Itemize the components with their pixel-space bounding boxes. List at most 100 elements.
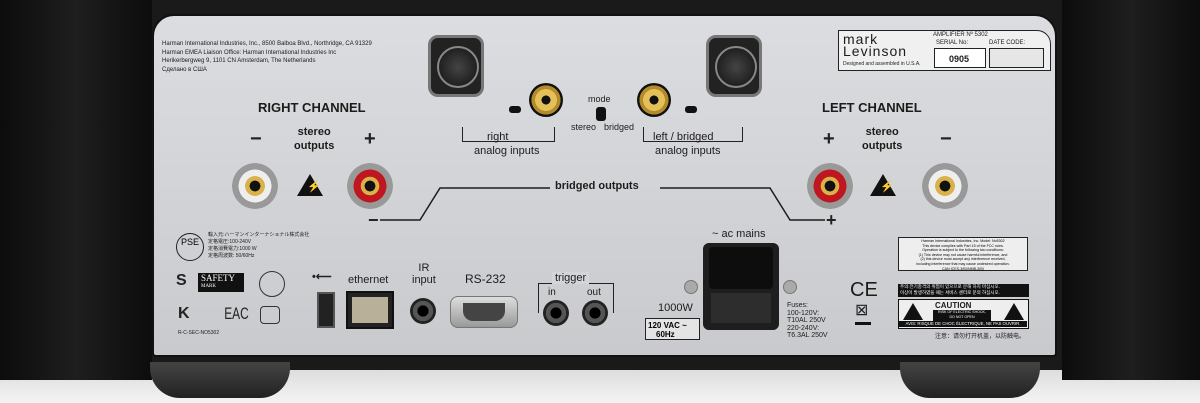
fuse-line: T6.3AL 250V <box>787 332 828 339</box>
right-input-bracket <box>462 127 555 142</box>
fcc-line: CAN ICES-3(B)/NMB-3(B) <box>942 266 984 271</box>
left-input-selector-switch[interactable] <box>685 106 697 113</box>
voltage-text: 120 VAC ~ <box>648 321 687 330</box>
right-input-selector-switch[interactable] <box>509 106 521 113</box>
brand-label: mark Levinson Designed and assembled in … <box>838 30 1051 71</box>
logo-levinson: Levinson <box>843 43 908 59</box>
right-plus-symbol: + <box>364 128 376 150</box>
iec-power-inlet[interactable] <box>703 243 779 330</box>
address-line: Сделано в США <box>162 66 207 73</box>
shock-warning-icon: ⚡ <box>297 174 323 196</box>
address-line: Harman EMEA Liaison Office: Harman Inter… <box>162 49 337 56</box>
avis-text: AVIS: RISQUE DE CHOC ÉLECTRIQUE, NE PAS … <box>899 321 1027 327</box>
rs232-label: RS-232 <box>465 272 506 286</box>
pse-line: 定格周波数: 50/60Hz <box>208 253 255 259</box>
pse-line: 定格消費電力:1000 W <box>208 246 257 252</box>
fcc-line: Harman International Industries, Inc. Mo… <box>921 239 1005 243</box>
caution-sub-line: DO NOT OPEN <box>949 315 975 319</box>
ce-mark: CE <box>850 279 878 301</box>
caution-sub: RISK OF ELECTRIC SHOCK,DO NOT OPEN <box>933 310 991 321</box>
usb-port[interactable] <box>317 292 335 328</box>
ir-text: IR <box>418 262 430 274</box>
left-channel-title: LEFT CHANNEL <box>822 100 922 115</box>
fuse-line: 220-240V: <box>787 324 820 332</box>
left-plus-symbol: + <box>823 128 835 150</box>
korean-warning: 주의:전기충격의 위험이 있으므로 분해 하지 마십시오.이상이 발생하였을 때… <box>898 284 1029 297</box>
ethernet-port[interactable] <box>346 291 394 329</box>
model-number: AMPLIFIER Nº 5302 <box>933 32 988 38</box>
ethernet-label: ethernet <box>348 274 389 286</box>
fuse-line: T10AL 250V <box>787 317 826 324</box>
date-code-label: DATE CODE: <box>989 40 1026 46</box>
right-rca-input[interactable] <box>529 83 563 117</box>
fcc-line: (1) This device may not cause harmful in… <box>918 252 1008 257</box>
frequency-text: 60Hz <box>656 330 675 339</box>
eac-mark: EAC <box>224 304 249 323</box>
left-input-bracket <box>643 127 743 142</box>
right-stereo-outputs-label: stereo outputs <box>294 125 334 153</box>
foot-right <box>900 362 1040 398</box>
korean-line: 주의:전기충격의 위험이 있으므로 분해 하지 마십시오. <box>900 284 1000 289</box>
stereo-text: stereo <box>865 126 899 138</box>
date-code-box <box>989 48 1044 68</box>
fcc-line: including interference that may cause un… <box>916 261 1010 266</box>
left-positive-binding-post[interactable] <box>807 163 853 209</box>
fcc-line: Operation is subject to the following tw… <box>922 248 1004 253</box>
screw <box>684 280 698 294</box>
fuse-line: Fuses: <box>787 302 809 309</box>
bridged-minus-symbol: − <box>368 210 379 230</box>
left-inputs-label: left / bridged <box>653 131 714 143</box>
right-xlr-input[interactable] <box>428 35 484 97</box>
rcm-mark-icon <box>260 306 280 324</box>
left-stereo-outputs-label: stereo outputs <box>862 125 902 153</box>
fcc-label: Harman International Industries, Inc. Mo… <box>898 237 1028 271</box>
safety-text: SAFETY <box>201 273 236 283</box>
stereo-text: stereo <box>297 126 331 138</box>
pse-logo-text: PSE <box>180 237 199 247</box>
right-inputs-label: right <box>487 131 509 143</box>
mode-stereo-label: stereo <box>571 122 597 132</box>
left-side-panel <box>0 0 152 380</box>
exclamation-warning-icon <box>1004 303 1024 320</box>
address-line: Herikerbergweg 9, 1101 CN Amsterdam, The… <box>162 58 316 64</box>
fuse-drawer[interactable] <box>711 293 771 323</box>
kc-mark-icon: K <box>178 305 190 322</box>
caution-sub-line: RISK OF ELECTRIC SHOCK, <box>938 310 986 314</box>
right-minus-symbol: − <box>250 128 262 150</box>
pse-line: 輸入元:ハーマンインターナショナル株式会社 <box>208 232 310 238</box>
mode-switch[interactable] <box>596 107 606 121</box>
fuse-line: 100-120V: <box>787 309 820 317</box>
bridged-outputs-label: bridged outputs <box>555 180 639 192</box>
csa-mark-icon <box>259 271 285 297</box>
s-mark-icon: S <box>176 272 187 289</box>
input-text: input <box>412 274 436 286</box>
weee-bin-icon: ⊠ <box>855 302 869 319</box>
outputs-text: outputs <box>294 140 335 152</box>
trigger-out-label: out <box>587 287 601 298</box>
left-xlr-input[interactable] <box>706 35 762 97</box>
outputs-text: outputs <box>862 140 903 152</box>
serial-value: 0905 <box>949 54 970 64</box>
right-side-panel <box>1062 0 1200 380</box>
trigger-in-jack[interactable] <box>543 300 569 326</box>
left-minus-symbol: − <box>940 128 952 150</box>
right-positive-binding-post[interactable] <box>347 163 393 209</box>
mode-label: mode <box>588 94 611 104</box>
serial-label: SERIAL No: <box>936 40 969 46</box>
address-block: Harman International Industries, Inc., 8… <box>162 40 372 74</box>
pse-line: 定格電圧:100-240V <box>208 239 252 245</box>
shock-warning-icon <box>903 303 923 320</box>
screw <box>783 280 797 294</box>
trigger-in-label: in <box>548 287 556 298</box>
left-rca-input[interactable] <box>637 83 671 117</box>
right-analog-inputs-label: analog inputs <box>474 145 540 157</box>
trigger-out-jack[interactable] <box>582 300 608 326</box>
right-negative-binding-post[interactable] <box>232 163 278 209</box>
ir-input-jack[interactable] <box>410 298 436 324</box>
rs232-port[interactable] <box>450 296 518 328</box>
left-negative-binding-post[interactable] <box>922 163 968 209</box>
